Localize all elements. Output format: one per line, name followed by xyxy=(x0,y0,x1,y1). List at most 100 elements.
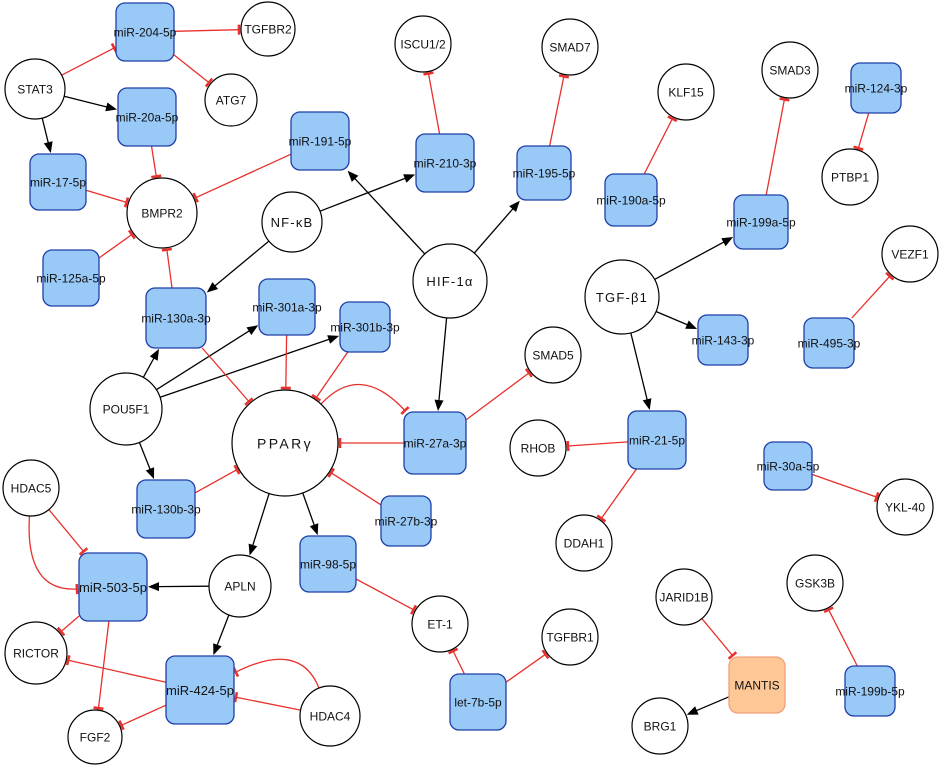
inhibition-bar xyxy=(56,626,66,637)
node-label: miR-503-5p xyxy=(79,580,147,595)
edge-inhibition-mir-204-5p-to-tgfbr2 xyxy=(173,24,241,35)
node-box-highlight xyxy=(728,656,786,714)
node-label: miR-125a-5p xyxy=(36,272,106,286)
edge-line xyxy=(828,609,858,667)
node-label: HDAC4 xyxy=(310,710,351,724)
node-circle xyxy=(786,554,844,612)
inhibition-bar xyxy=(233,692,239,703)
node-label: miR-124-3p xyxy=(845,82,908,96)
node-mir-143-3p: miR-143-3p xyxy=(692,314,755,366)
edge-line xyxy=(60,615,80,632)
arrowhead xyxy=(213,643,222,656)
node-mir-204-5p: miR-204-5p xyxy=(114,2,177,62)
arrowhead xyxy=(403,174,416,183)
node-label: miR-195-5p xyxy=(513,167,576,181)
node-tgfbr1: TGFBR1 xyxy=(541,608,599,666)
edge-activation-pou5f1-to-mir-130a-3p xyxy=(142,348,159,378)
arrowhead xyxy=(347,170,359,182)
node-hdac5: HDAC5 xyxy=(2,459,60,517)
edge-inhibition-hdac4-to-mir-424-5p-2 xyxy=(232,658,320,689)
node-circle xyxy=(541,608,599,666)
node-box xyxy=(117,87,177,147)
edge-line xyxy=(166,249,173,289)
inhibition-bar xyxy=(448,647,459,655)
edge-activation-tgf-b1-to-mir-143-3p xyxy=(655,310,698,329)
arrowhead xyxy=(149,348,159,361)
node-stat3: STAT3 xyxy=(4,58,66,120)
edge-line xyxy=(600,468,637,519)
edge-inhibition-mir-301a-3p-to-pparg xyxy=(280,334,291,390)
inhibition-bar xyxy=(233,464,241,475)
edge-line xyxy=(465,372,530,421)
edge-line xyxy=(68,659,167,683)
node-mir-27b-3p: miR-27b-3p xyxy=(375,495,438,547)
node-box xyxy=(42,249,100,307)
edge-inhibition-mir-20a-5p-to-bmpr2 xyxy=(150,145,162,179)
node-label: HDAC5 xyxy=(11,482,52,496)
node-box xyxy=(449,673,507,731)
edge-line xyxy=(701,618,734,656)
edge-inhibition-mir-191-5p-to-bmpr2 xyxy=(192,153,292,203)
node-box xyxy=(299,535,357,593)
node-bmpr2: BMPR2 xyxy=(126,177,198,249)
edge-line xyxy=(235,696,301,711)
node-gsk3b: GSK3B xyxy=(786,554,844,612)
edge-activation-pou5f1-to-mir-301b-3p xyxy=(159,335,340,398)
node-label: SMAD5 xyxy=(532,349,574,363)
edge-line xyxy=(173,29,240,32)
edge-line xyxy=(655,310,689,326)
node-fgf2: FGF2 xyxy=(67,709,123,765)
edge-line xyxy=(121,704,167,726)
edge-activation-nf-kb-to-mir-210-3p xyxy=(319,174,416,212)
inhibition-bar xyxy=(78,547,89,556)
arrowhead xyxy=(148,582,159,592)
node-mir-424-5p: miR-424-5p xyxy=(165,655,235,725)
edge-activation-hif-1a-to-mir-27a-3p xyxy=(434,317,448,411)
node-box xyxy=(29,153,87,211)
node-label: miR-27a-3p xyxy=(404,437,467,451)
edge-line xyxy=(452,650,465,675)
node-circle xyxy=(761,41,819,99)
node-box xyxy=(850,62,902,114)
inhibition-bar xyxy=(75,584,79,595)
node-label: YKL-40 xyxy=(885,501,925,515)
node-label: POU5F1 xyxy=(103,403,150,417)
node-label: miR-495-3p xyxy=(798,337,861,351)
node-label: BMPR2 xyxy=(141,207,183,221)
node-circle xyxy=(89,372,163,446)
inhibition-bar xyxy=(873,491,880,503)
node-mir-503-5p: miR-503-5p xyxy=(78,552,148,622)
node-circle xyxy=(541,18,599,76)
node-label: ET-1 xyxy=(427,618,453,632)
edge-activation-pou5f1-to-mir-301a-3p xyxy=(156,325,259,391)
edge-line xyxy=(195,153,292,199)
node-hif-1a: HIF-1α xyxy=(412,243,488,319)
node-circle xyxy=(657,63,715,121)
edge-line xyxy=(695,696,730,712)
edge-activation-tgf-b1-to-mir-199a-5p xyxy=(654,237,734,280)
edge-line xyxy=(138,442,151,471)
node-box xyxy=(78,552,148,622)
edge-line xyxy=(235,658,320,689)
node-box xyxy=(115,2,175,62)
edge-inhibition-mir-130b-3p-to-pparg xyxy=(194,464,241,494)
edge-line xyxy=(548,76,565,147)
edge-line xyxy=(150,145,157,177)
edge-inhibition-mir-301b-3p-to-pparg xyxy=(311,351,349,402)
node-apln: APLN xyxy=(208,554,272,618)
node-label: FGF2 xyxy=(80,731,111,745)
node-circle xyxy=(261,191,323,253)
inhibition-bar xyxy=(151,174,162,179)
edge-line xyxy=(811,473,877,498)
node-box xyxy=(339,301,391,353)
edge-line xyxy=(330,472,382,506)
inhibition-bar xyxy=(667,115,678,123)
node-circle xyxy=(208,554,272,618)
arrowhead xyxy=(309,523,319,536)
inhibition-bar xyxy=(192,192,199,203)
node-circle xyxy=(631,697,689,755)
edge-line xyxy=(505,653,546,683)
inhibition-bar xyxy=(65,655,71,666)
edge-line xyxy=(156,330,251,391)
